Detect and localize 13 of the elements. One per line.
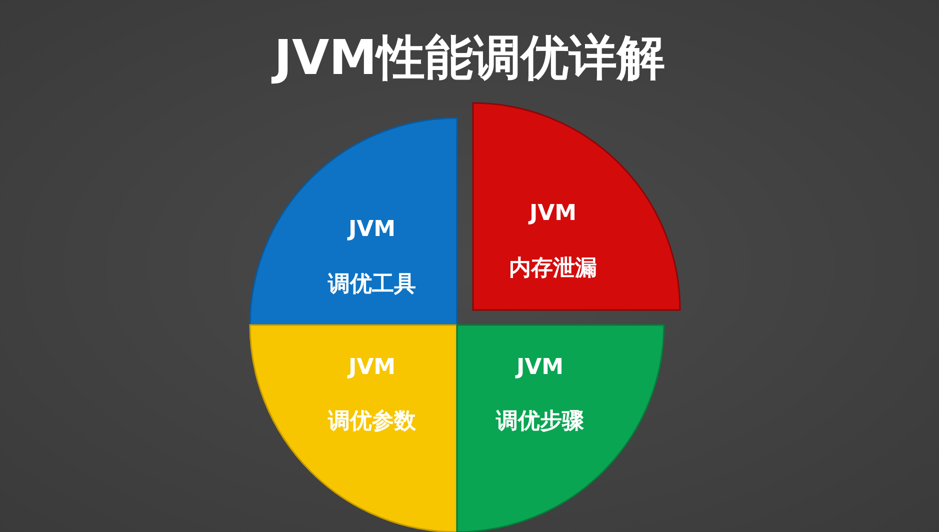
- slice-label: 调优工具: [328, 271, 416, 299]
- slice-label: 调优步骤: [496, 408, 584, 436]
- slice-label: 内存泄漏: [509, 255, 597, 283]
- pie-slice: [250, 325, 457, 532]
- slice-label: JVM: [529, 200, 577, 228]
- slice-label: JVM: [516, 354, 564, 382]
- slice-label: JVM: [348, 216, 396, 244]
- slice-label: 调优参数: [328, 408, 416, 436]
- pie-slice: [457, 325, 664, 532]
- pie-slice: [250, 118, 457, 325]
- slice-label: JVM: [348, 354, 396, 382]
- title: JVM性能调优详解: [0, 28, 939, 88]
- pie-slice: [473, 103, 680, 310]
